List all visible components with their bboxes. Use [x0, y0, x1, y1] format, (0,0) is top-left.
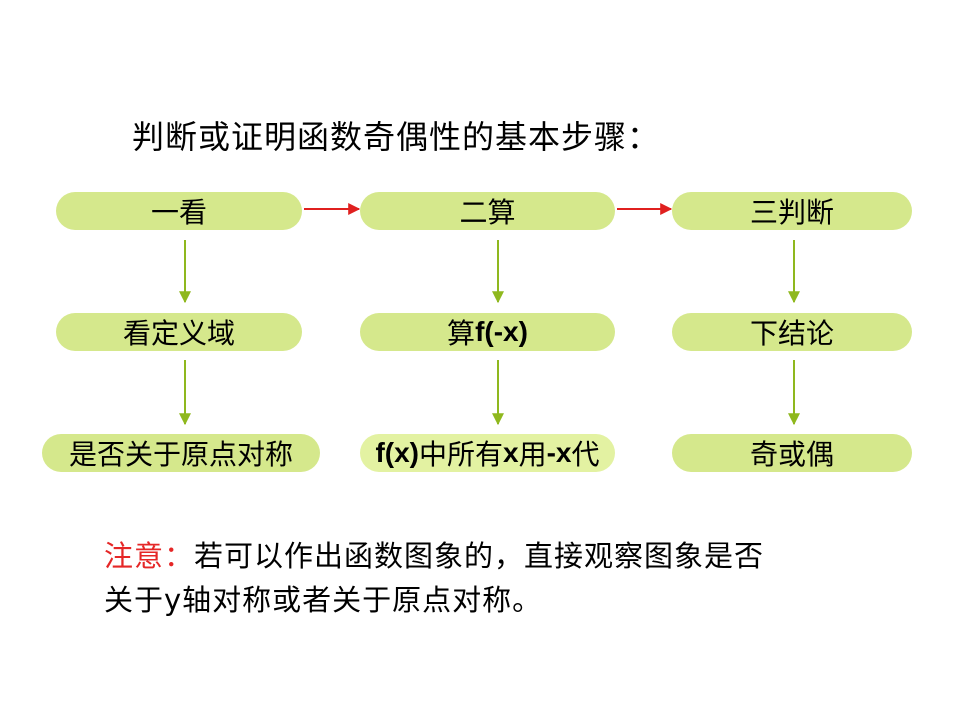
step-look-box: 一看	[56, 192, 302, 230]
all-in-label: 中所有	[419, 438, 504, 471]
note-text-1: 若可以作出函数图象的，直接观察图象是否	[194, 539, 765, 573]
compute-label: 算	[447, 317, 476, 350]
step-judge-box: 三判断	[672, 192, 912, 230]
symmetry-box: 是否关于原点对称	[42, 434, 320, 472]
symmetry-label: 是否关于原点对称	[68, 438, 293, 471]
note-label: 注意：	[104, 539, 195, 573]
step-compute-label: 二算	[459, 196, 516, 229]
use-label: 用	[518, 438, 547, 471]
replace-label: 代	[571, 438, 600, 471]
note-line-1: 注意：若可以作出函数图象的，直接观察图象是否	[104, 534, 764, 578]
domain-box: 看定义域	[56, 313, 302, 351]
odd-even-box: 奇或偶	[672, 434, 912, 472]
x-label: x	[503, 437, 519, 468]
domain-label: 看定义域	[122, 317, 235, 350]
step-look-label: 一看	[150, 196, 207, 229]
fx-label: f(x)	[375, 437, 419, 468]
note-text-2: 关于y轴对称或者关于原点对称。	[104, 583, 543, 617]
note-block: 注意：若可以作出函数图象的，直接观察图象是否 关于y轴对称或者关于原点对称。	[104, 534, 764, 622]
neg-x-label: -x	[546, 437, 572, 468]
odd-even-label: 奇或偶	[749, 438, 834, 471]
conclusion-label: 下结论	[749, 317, 834, 350]
step-compute-box: 二算	[360, 192, 615, 230]
conclusion-box: 下结论	[672, 313, 912, 351]
f-neg-x-label: f(-x)	[475, 316, 528, 347]
page-title: 判断或证明函数奇偶性的基本步骤：	[132, 118, 661, 156]
step-judge-label: 三判断	[749, 196, 834, 229]
